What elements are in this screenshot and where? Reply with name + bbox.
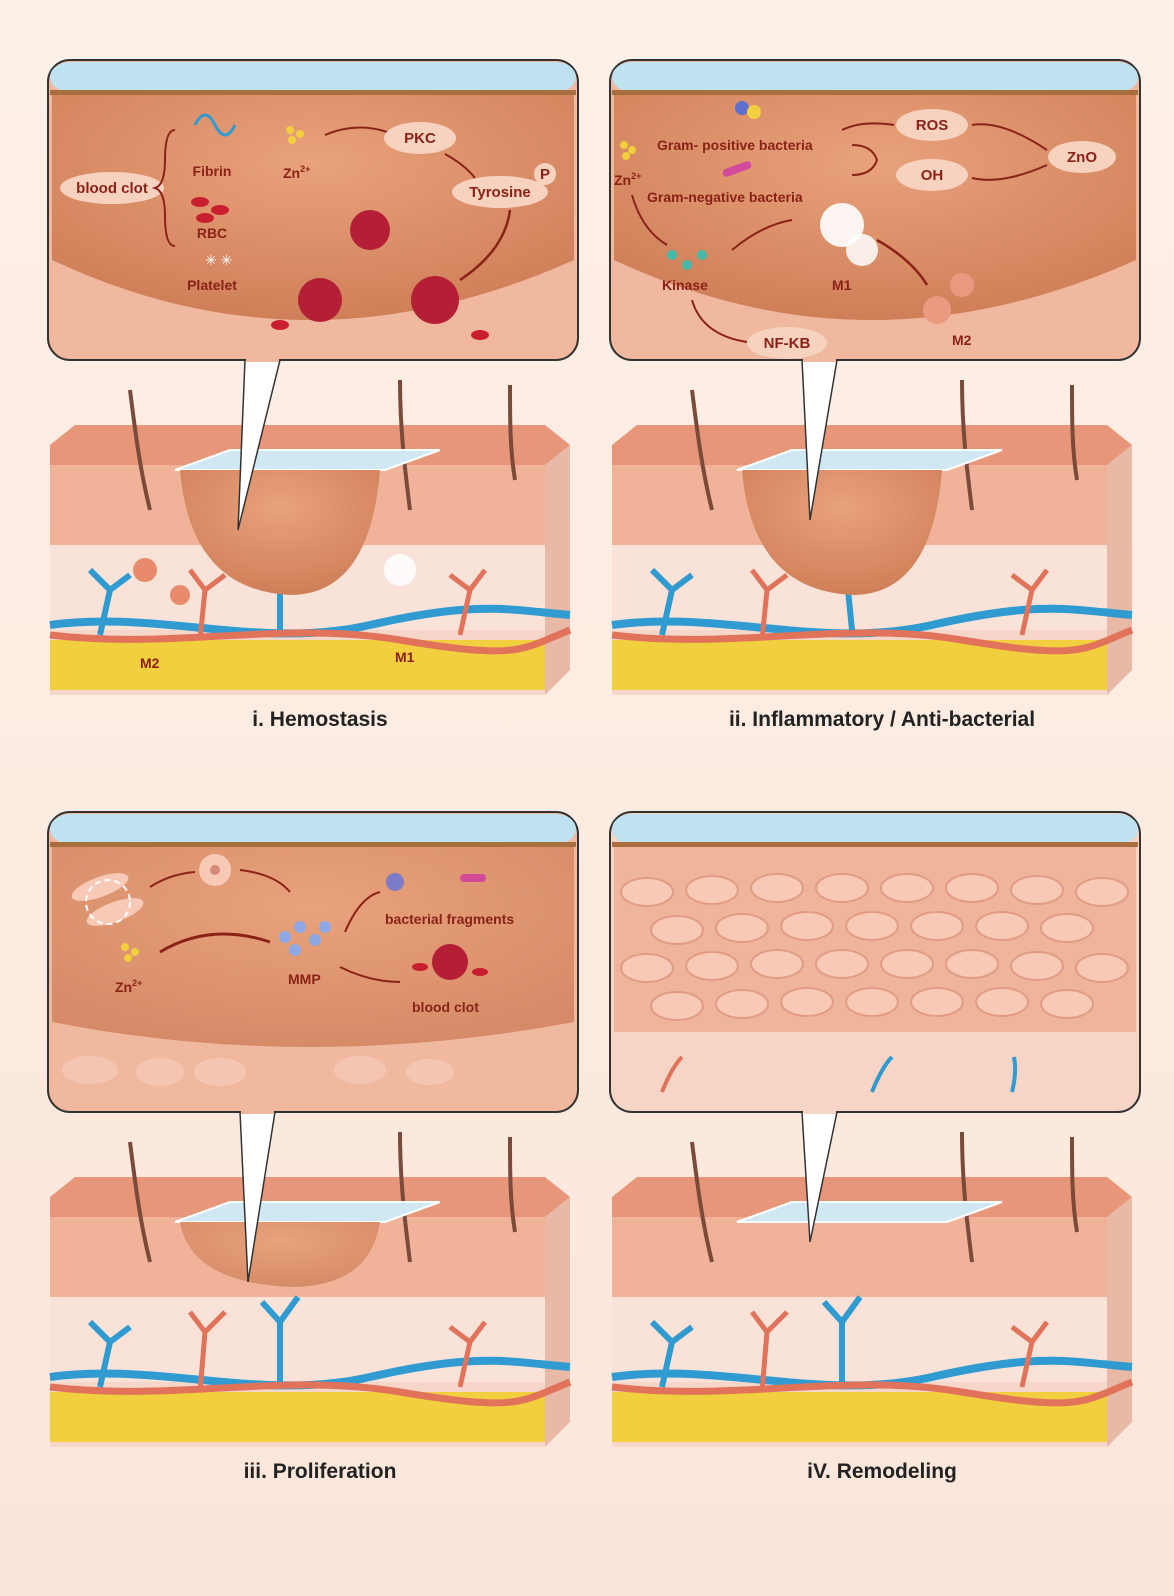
fibrin-label: Fibrin (193, 163, 232, 179)
panel-inflammatory: Gram- positive bacteria Gram-negative ba… (602, 50, 1162, 750)
hemostasis-illustration: M2 M1 blood clot Fibrin RBC ✳ ✳ Platelet (40, 50, 600, 710)
macrophage-m1-small (384, 554, 416, 586)
panel-proliferation: Zn2+ MMP bacterial fragments blood clot … (40, 802, 600, 1502)
gram-negative-label: Gram-negative bacteria (647, 189, 803, 205)
caption-proliferation: iii. Proliferation (40, 1460, 600, 1484)
caption-remodeling: iV. Remodeling (602, 1460, 1162, 1484)
caption-inflammatory: ii. Inflammatory / Anti-bacterial (602, 708, 1162, 732)
mmp-label: MMP (288, 971, 321, 987)
phospho-label: P (540, 166, 550, 183)
keratinocyte-cell-icon (199, 854, 231, 886)
skin-block (612, 1132, 1132, 1447)
kinase-label: Kinase (662, 277, 708, 293)
inflammatory-illustration: Gram- positive bacteria Gram-negative ba… (602, 50, 1162, 710)
skin-block (50, 1132, 570, 1447)
proliferation-illustration: Zn2+ MMP bacterial fragments blood clot (40, 802, 600, 1462)
m1-label-block: M1 (395, 649, 415, 665)
svg-text:✳ ✳: ✳ ✳ (205, 252, 232, 268)
caption-hemostasis: i. Hemostasis (40, 708, 600, 732)
skin-block (612, 380, 1132, 695)
oh-label: OH (921, 167, 944, 184)
ros-label: ROS (916, 117, 949, 134)
zno-label: ZnO (1067, 149, 1097, 166)
platelet-label: Platelet (187, 277, 237, 293)
platelet-icon: ✳ ✳ (205, 252, 232, 268)
m1-label: M1 (832, 277, 852, 293)
gram-positive-label: Gram- positive bacteria (657, 137, 813, 153)
m2-label: M2 (952, 332, 972, 348)
skin-block (50, 380, 570, 695)
blood-clot-label: blood clot (76, 180, 148, 197)
m2-label-block: M2 (140, 655, 160, 671)
remodeling-illustration (602, 802, 1162, 1462)
bacterial-fragments-label: bacterial fragments (385, 911, 514, 927)
tyrosine-label: Tyrosine (469, 184, 530, 201)
blood-clot-label: blood clot (412, 999, 479, 1015)
pkc-label: PKC (404, 130, 436, 147)
rbc-label: RBC (197, 225, 227, 241)
panel-hemostasis: M2 M1 blood clot Fibrin RBC ✳ ✳ Platelet (40, 50, 600, 750)
nfkb-label: NF-KB (764, 335, 811, 352)
panel-remodeling: iV. Remodeling (602, 802, 1162, 1502)
